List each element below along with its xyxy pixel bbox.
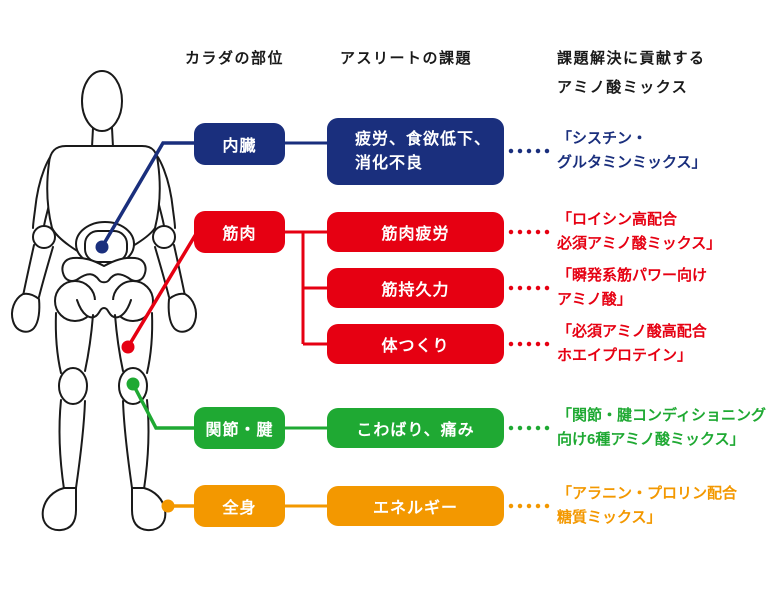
connector-internal-organs: [100, 141, 198, 249]
issue-box-muscle-endurance: 筋持久力: [327, 268, 504, 308]
neck: [91, 127, 114, 148]
right-forearm-inner: [154, 246, 170, 298]
solution-line2: ホエイプロテイン」: [557, 347, 693, 364]
left-knee-joint: [58, 367, 88, 405]
left-foot: [41, 487, 77, 532]
left-shin-outer: [58, 399, 65, 490]
solution-line2: アミノ酸」: [557, 291, 632, 308]
left-thigh-inner: [84, 314, 94, 372]
dotted-leaders: [508, 148, 551, 509]
left-forearm-inner: [38, 246, 54, 298]
left-elbow-joint: [32, 225, 56, 249]
solution-line1: 「シスチン・: [557, 130, 648, 147]
part-box-internal-organs: 内臓: [194, 123, 285, 165]
solution-leucine-eaa-mix: 「ロイシン高配合 必須アミノ酸ミックス」: [557, 208, 721, 256]
right-foot: [131, 487, 167, 532]
pelvis: [61, 256, 147, 284]
solution-line1: 「関節・腱コンディショニング: [557, 407, 766, 424]
solution-line1: 「ロイシン高配合: [557, 211, 678, 228]
column-header-amino-mix-line2: アミノ酸ミックス: [557, 79, 689, 96]
column-header-amino-mix-line1: 課題解決に貢献する: [557, 50, 706, 67]
solution-line1: 「瞬発系筋パワー向け: [557, 267, 708, 284]
right-thigh-outer: [146, 312, 154, 374]
part-box-joints-tendons: 関節・腱: [194, 407, 285, 449]
crotch-line: [76, 299, 132, 319]
issue-box-energy: エネルギー: [327, 486, 504, 526]
right-forearm-outer: [173, 244, 186, 297]
column-header-body-part: カラダの部位: [185, 50, 285, 67]
issue-box-muscle-fatigue: 筋肉疲労: [327, 212, 504, 252]
solution-line2: グルタミンミックス」: [557, 154, 707, 171]
body-figure: [11, 70, 197, 532]
left-thigh-outer: [54, 312, 62, 374]
right-shin-inner: [122, 400, 133, 489]
body-connectors: [95, 141, 198, 513]
solution-line1: 「アラニン・プロリン配合: [557, 485, 738, 502]
solution-power-amino: 「瞬発系筋パワー向け アミノ酸」: [557, 264, 707, 312]
column-header-athlete-issue: アスリートの課題: [340, 50, 473, 67]
solution-line2: 向け6種アミノ酸ミックス」: [557, 431, 745, 448]
head: [81, 70, 123, 132]
solution-alanine-proline: 「アラニン・プロリン配合 糖質ミックス」: [557, 482, 737, 530]
solution-cystine-glutamine: 「シスチン・ グルタミンミックス」: [557, 127, 707, 175]
link-muscle-issues-tree: [285, 230, 327, 346]
thigh-anchor-dot: [121, 340, 135, 354]
solution-joint-conditioning: 「関節・腱コンディショニング 向け6種アミノ酸ミックス」: [557, 404, 766, 452]
box-connectors: [285, 141, 327, 508]
issue-line1: 疲労、食欲低下、: [355, 130, 492, 148]
left-shin-inner: [75, 400, 86, 489]
whole-body-anchor-dot: [161, 499, 175, 513]
part-box-whole-body: 全身: [194, 485, 285, 527]
part-box-muscle: 筋肉: [194, 211, 285, 253]
connector-muscle: [126, 232, 198, 349]
issue-box-stiffness-pain: こわばり、痛み: [327, 408, 504, 448]
right-upper-arm-inner: [158, 204, 165, 227]
solution-line1: 「必須アミノ酸高配合: [557, 323, 707, 340]
right-hand: [167, 292, 197, 333]
issue-line2: 消化不良: [355, 154, 424, 172]
solution-line2: 必須アミノ酸ミックス」: [557, 235, 722, 252]
column-header-amino-mix: 課題解決に貢献する アミノ酸ミックス: [557, 44, 706, 102]
connector-joints-tendons: [131, 382, 196, 430]
issue-box-fatigue-appetite: 疲労、食欲低下、 消化不良: [327, 118, 504, 185]
stomach-anchor-dot: [95, 240, 109, 254]
left-hand: [11, 292, 41, 333]
right-elbow-joint: [152, 225, 176, 249]
knee-anchor-dot: [126, 377, 140, 391]
solution-line2: 糖質ミックス」: [557, 509, 662, 526]
right-thigh-inner: [114, 314, 124, 372]
left-forearm-outer: [22, 244, 35, 297]
solution-whey-protein: 「必須アミノ酸高配合 ホエイプロテイン」: [557, 320, 707, 368]
issue-box-body-building: 体つくり: [327, 324, 504, 364]
